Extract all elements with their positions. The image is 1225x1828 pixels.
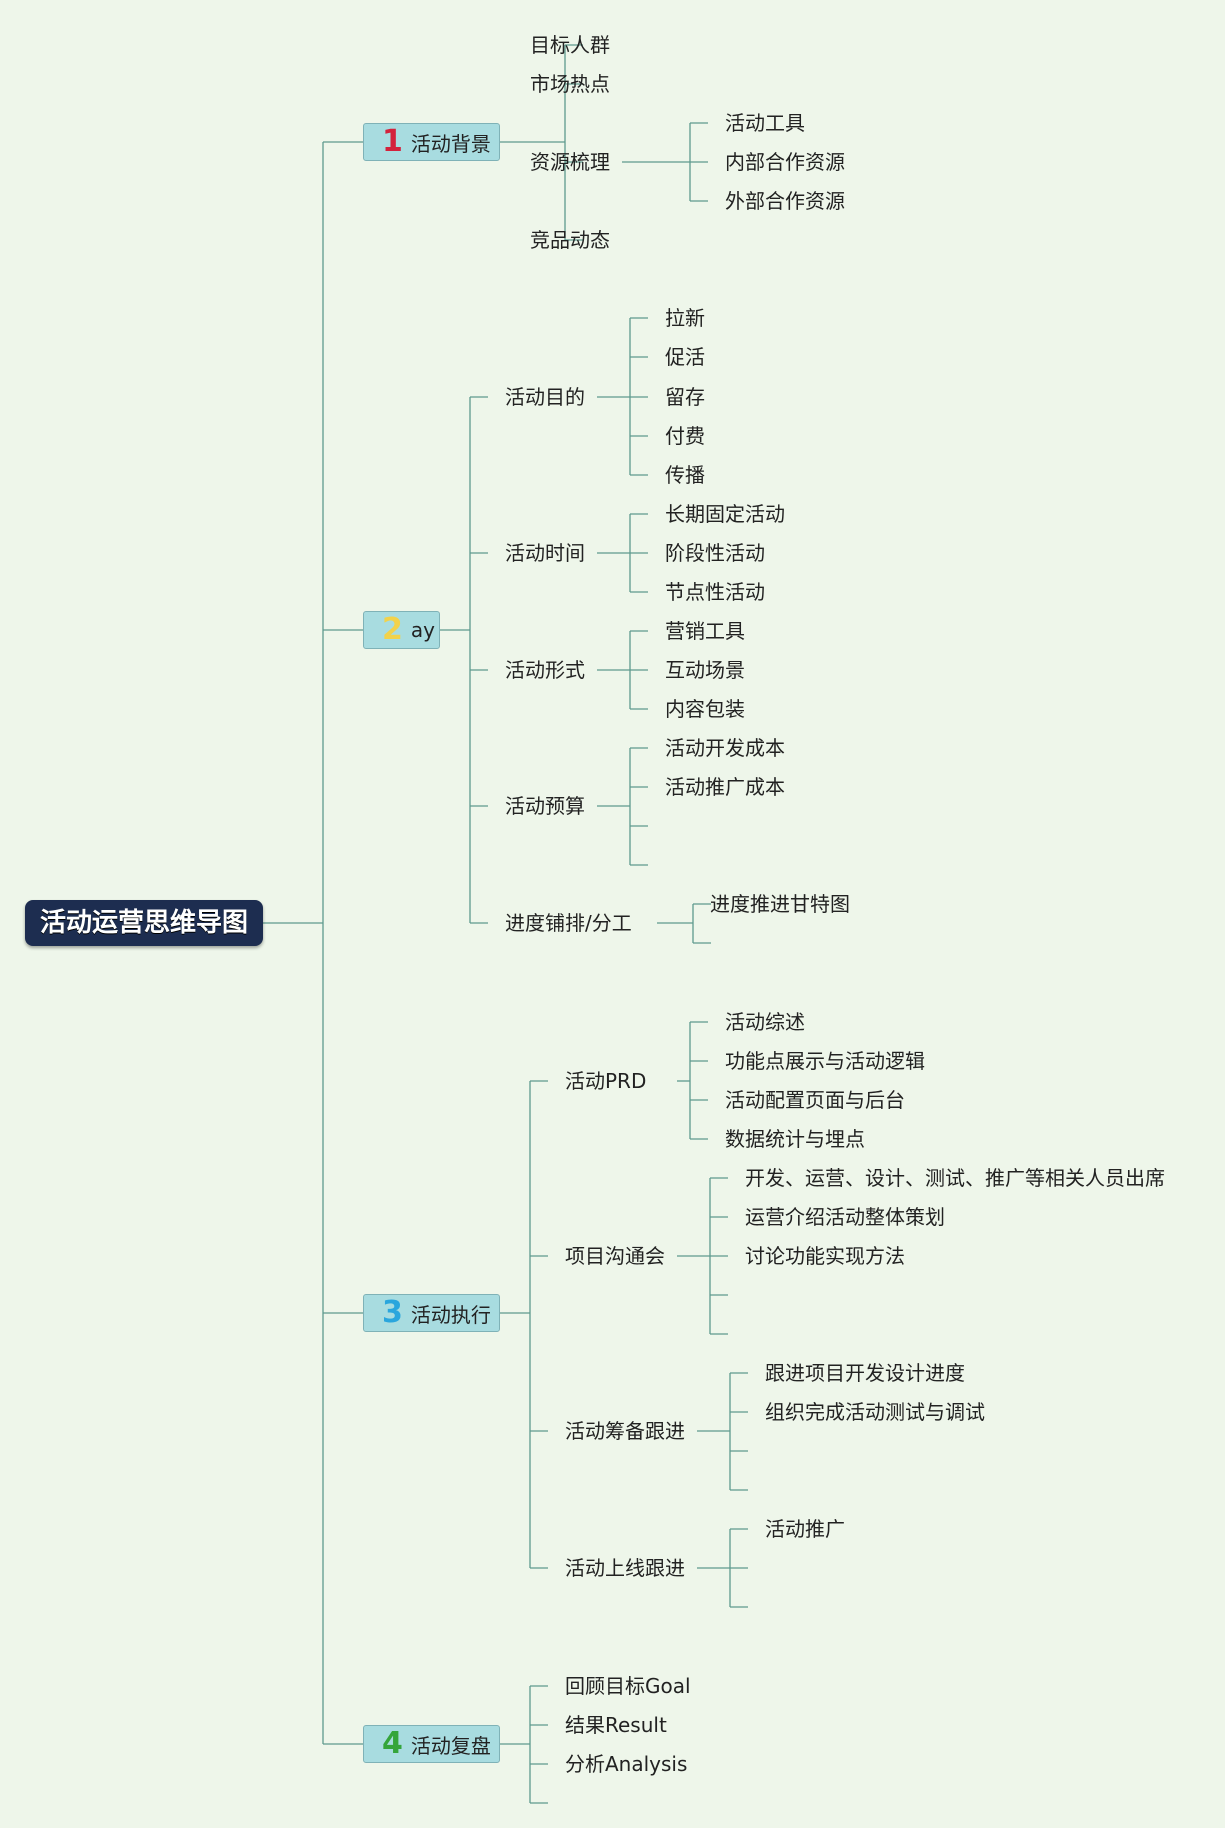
- leaf-node[interactable]: 运营介绍活动整体策划: [745, 1205, 945, 1229]
- sub-node[interactable]: 活动PRD: [565, 1069, 647, 1093]
- sub-node[interactable]: 分析Analysis: [565, 1752, 688, 1776]
- leaf-node[interactable]: 促活: [665, 345, 705, 369]
- leaf-node[interactable]: 活动综述: [725, 1010, 805, 1034]
- leaf-node[interactable]: 活动配置页面与后台: [725, 1088, 905, 1112]
- leaf-node[interactable]: 功能点展示与活动逻辑: [725, 1049, 925, 1073]
- main-node-4[interactable]: 4 活动复盘: [363, 1725, 500, 1763]
- sub-node[interactable]: 活动上线跟进: [565, 1556, 685, 1580]
- main-node-1[interactable]: 1 活动背景: [363, 123, 500, 161]
- leaf-node[interactable]: 内容包装: [665, 697, 745, 721]
- sub-node[interactable]: 结果Result: [565, 1713, 667, 1737]
- leaf-node[interactable]: 活动推广: [765, 1517, 845, 1541]
- sub-node[interactable]: 目标人群: [530, 33, 610, 57]
- leaf-node[interactable]: 付费: [665, 424, 705, 448]
- leaf-node[interactable]: 组织完成活动测试与调试: [765, 1400, 985, 1424]
- leaf-node[interactable]: 活动推广成本: [665, 775, 785, 799]
- sub-node[interactable]: 市场热点: [530, 72, 610, 96]
- main-node-3[interactable]: 3 活动执行: [363, 1294, 500, 1332]
- leaf-node[interactable]: 讨论功能实现方法: [745, 1244, 905, 1268]
- sub-node[interactable]: 竞品动态: [530, 228, 610, 252]
- sub-node[interactable]: 活动时间: [505, 541, 585, 565]
- leaf-node[interactable]: 内部合作资源: [725, 150, 845, 174]
- branch-label: 活动执行: [410, 1302, 491, 1327]
- branch-number: 4: [382, 1726, 403, 1761]
- leaf-node[interactable]: 进度推进甘特图: [710, 892, 850, 916]
- leaf-node[interactable]: 节点性活动: [665, 580, 765, 604]
- main-node-2[interactable]: 2 ay: [363, 611, 440, 649]
- branch-label: 活动背景: [410, 131, 491, 156]
- sub-node[interactable]: 资源梳理: [530, 150, 610, 174]
- leaf-node[interactable]: 互动场景: [665, 658, 745, 682]
- branch-label: ay: [410, 618, 435, 642]
- leaf-node[interactable]: 拉新: [665, 306, 705, 330]
- branch-label: 活动复盘: [410, 1733, 491, 1758]
- branch-number: 3: [382, 1295, 403, 1330]
- sub-node[interactable]: 活动筹备跟进: [565, 1419, 685, 1443]
- sub-node[interactable]: 活动形式: [505, 658, 585, 682]
- sub-node[interactable]: 回顾目标Goal: [565, 1674, 691, 1698]
- sub-node[interactable]: 活动预算: [505, 794, 585, 818]
- sub-node[interactable]: 进度铺排/分工: [505, 911, 632, 935]
- leaf-node[interactable]: 阶段性活动: [665, 541, 765, 565]
- sub-node[interactable]: 活动目的: [505, 385, 585, 409]
- leaf-node[interactable]: 活动开发成本: [665, 736, 785, 760]
- leaf-node[interactable]: 活动工具: [725, 111, 805, 135]
- leaf-node[interactable]: 开发、运营、设计、测试、推广等相关人员出席: [745, 1166, 1165, 1190]
- root-node[interactable]: 活动运营思维导图: [25, 900, 263, 946]
- branch-number: 1: [382, 124, 403, 159]
- branch-number: 2: [382, 612, 403, 647]
- sub-node[interactable]: 项目沟通会: [565, 1244, 665, 1268]
- leaf-node[interactable]: 营销工具: [665, 619, 745, 643]
- leaf-node[interactable]: 跟进项目开发设计进度: [765, 1361, 965, 1385]
- leaf-node[interactable]: 留存: [665, 385, 705, 409]
- leaf-node[interactable]: 传播: [665, 463, 705, 487]
- leaf-node[interactable]: 外部合作资源: [725, 189, 845, 213]
- leaf-node[interactable]: 长期固定活动: [665, 502, 785, 526]
- leaf-node[interactable]: 数据统计与埋点: [725, 1127, 865, 1151]
